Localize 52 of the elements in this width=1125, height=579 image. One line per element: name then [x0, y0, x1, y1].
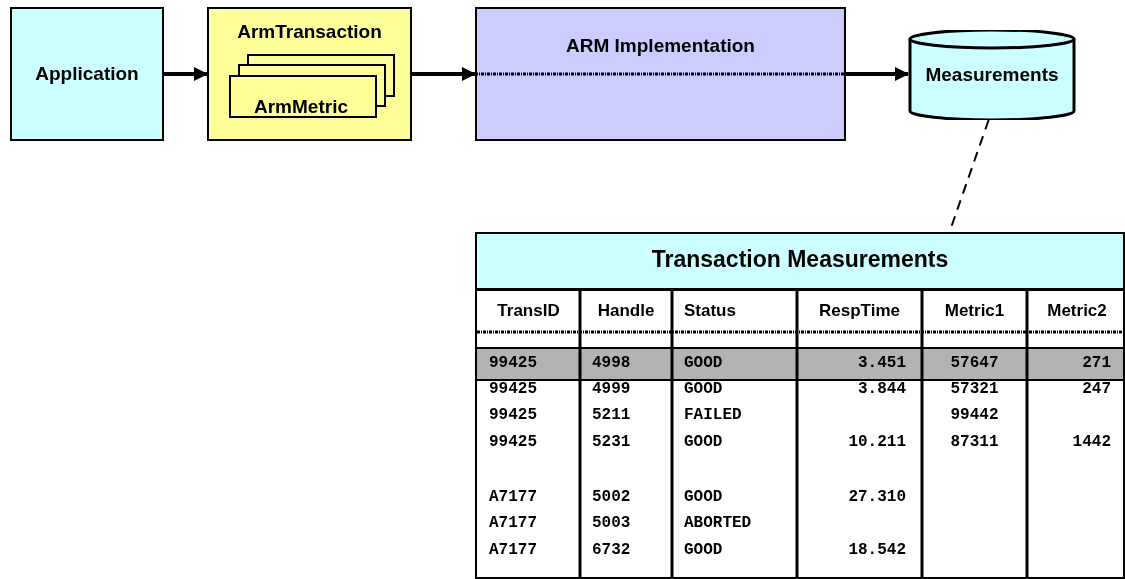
- node-label: Application: [35, 63, 139, 85]
- data-value: 5211: [592, 406, 631, 424]
- data-value: 18.542: [848, 541, 906, 559]
- data-value: 4998: [592, 354, 631, 372]
- data-value: GOOD: [684, 433, 723, 451]
- data-value: 6732: [592, 541, 631, 559]
- data-value: GOOD: [684, 380, 723, 398]
- column-header: RespTime: [819, 302, 900, 320]
- data-value: ABORTED: [684, 514, 752, 532]
- data-value: 27.310: [848, 488, 906, 506]
- data-value: 247: [1082, 380, 1111, 398]
- data-value: 5003: [592, 514, 631, 532]
- process-box: [10, 7, 164, 141]
- data-value: 3.451: [858, 354, 906, 372]
- column-header: Status: [684, 302, 736, 320]
- data-value: 99425: [489, 433, 537, 451]
- data-value: 99425: [489, 380, 537, 398]
- data-value: 10.211: [848, 433, 906, 451]
- data-value: 5231: [592, 433, 631, 451]
- data-value: 3.844: [858, 380, 906, 398]
- data-value: 5002: [592, 488, 631, 506]
- arrow: [412, 67, 476, 81]
- process-box: [475, 7, 846, 141]
- data-value: GOOD: [684, 354, 723, 372]
- data-value: FAILED: [684, 406, 742, 424]
- data-value: GOOD: [684, 488, 723, 506]
- node-label: ArmMetric: [254, 96, 348, 118]
- arrow: [846, 67, 909, 81]
- data-value: 1442: [1072, 433, 1111, 451]
- data-value: A7177: [489, 541, 537, 559]
- column-header: Metric2: [1047, 302, 1107, 320]
- data-value: 57321: [950, 380, 999, 398]
- data-value: 57647: [950, 354, 999, 372]
- column-header: Metric1: [944, 302, 1005, 320]
- table: [475, 232, 1125, 579]
- table-title: Transaction Measurements: [651, 246, 949, 273]
- data-value: GOOD: [684, 541, 723, 559]
- data-value: 4999: [592, 380, 631, 398]
- data-value: 271: [1082, 354, 1111, 372]
- column-header: Handle: [597, 302, 655, 320]
- data-value: 99425: [489, 354, 537, 372]
- data-value: 99425: [489, 406, 537, 424]
- data-value: 87311: [950, 433, 999, 451]
- data-value: 99442: [950, 406, 999, 424]
- node-label: ArmTransaction: [237, 21, 382, 43]
- data-value: A7177: [489, 514, 537, 532]
- data-value: A7177: [489, 488, 537, 506]
- process-box: [207, 7, 412, 141]
- node-label: Measurements: [925, 64, 1059, 86]
- arrow: [164, 67, 208, 81]
- node-label: ARM Implementation: [566, 35, 755, 57]
- column-header: TransID: [497, 302, 560, 320]
